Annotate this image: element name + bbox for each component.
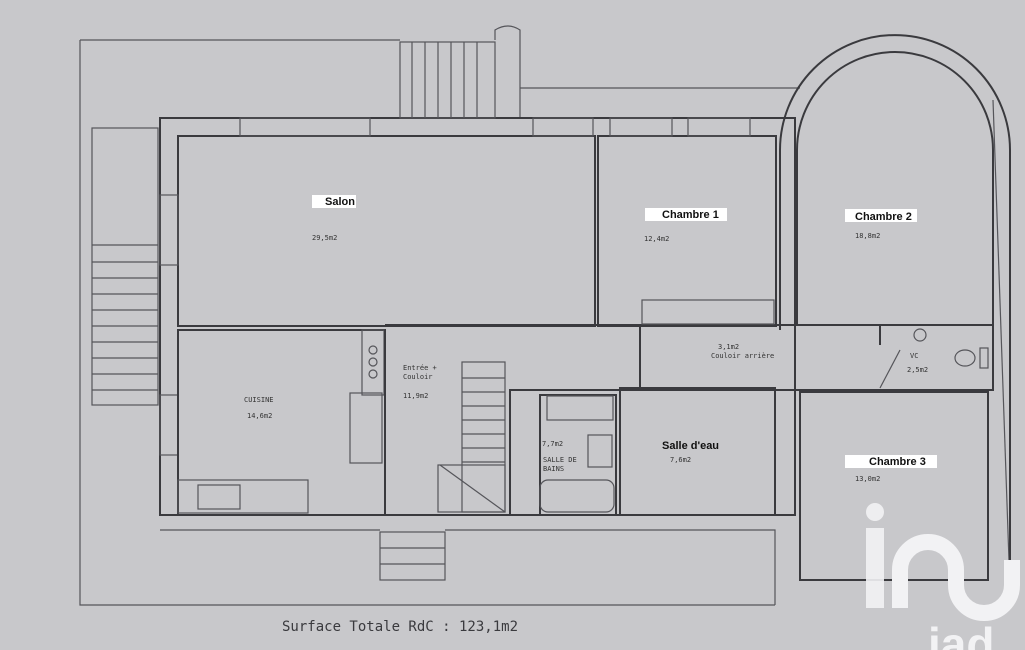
lot-outline — [79, 25, 775, 606]
cuisine-area: 14,6m2 — [247, 412, 272, 420]
chambre2-outer-wall — [779, 34, 1011, 600]
chambre3-label: Chambre 3 — [869, 456, 926, 468]
counter — [349, 392, 383, 464]
top-staircase — [399, 41, 496, 119]
chambre1-label: Chambre 1 — [662, 209, 719, 221]
closet — [641, 299, 775, 325]
terrace-outline — [160, 529, 776, 605]
vc-door — [879, 349, 901, 389]
cuisine-room — [177, 329, 386, 516]
total-surface: Surface Totale RdC : 123,1m2 — [282, 619, 518, 635]
chambre2-room — [796, 51, 994, 326]
salle-eau-label: Salle d'eau — [662, 440, 719, 452]
salon-room — [177, 135, 596, 327]
stove — [361, 329, 385, 396]
entree-label-2: Couloir — [403, 373, 433, 381]
left-staircase — [91, 127, 159, 406]
salle-eau-room — [619, 387, 776, 516]
iad-logo: iad — [866, 503, 1020, 650]
entree-label-1: Entrée + — [403, 364, 437, 372]
chambre1-area: 12,4m2 — [644, 235, 669, 243]
salle-de-bains-room — [539, 394, 617, 516]
salle-eau-area: 7,6m2 — [670, 456, 691, 464]
chambre2-label: Chambre 2 — [855, 211, 912, 223]
salle-bains-label-2: BAINS — [543, 465, 564, 473]
chambre3-area: 13,0m2 — [855, 475, 880, 483]
windows — [159, 117, 751, 456]
washbasin — [587, 434, 613, 468]
salle-bains-area: 7,7m2 — [542, 440, 563, 448]
staircase — [437, 361, 506, 513]
couloir-arriere-label: Couloir arrière — [711, 352, 774, 360]
sink — [197, 484, 241, 510]
couloir-arriere-area: 3,1m2 — [718, 343, 739, 351]
chambre1-room — [597, 135, 777, 327]
cabinet — [546, 395, 614, 421]
entree-area: 11,9m2 — [403, 392, 428, 400]
couloir-arriere-walls — [640, 324, 994, 391]
building-outline — [159, 117, 796, 516]
lot-line — [992, 99, 1011, 591]
toilet — [954, 349, 976, 367]
cuisine-label: CUISINE — [244, 396, 274, 404]
vc-label: VC — [910, 352, 918, 360]
vc-area: 2,5m2 — [907, 366, 928, 374]
vc-basin — [913, 328, 927, 342]
bathtub — [539, 479, 615, 513]
chambre2-area: 18,8m2 — [855, 232, 880, 240]
salle-bains-label-1: SALLE DE — [543, 456, 577, 464]
salon-label: Salon — [325, 196, 355, 208]
kitchen-counter — [177, 479, 309, 514]
entrance-steps — [379, 531, 446, 581]
chambre3-room — [799, 391, 989, 581]
salon-area: 29,5m2 — [312, 234, 337, 242]
logo-text: iad — [928, 618, 994, 650]
